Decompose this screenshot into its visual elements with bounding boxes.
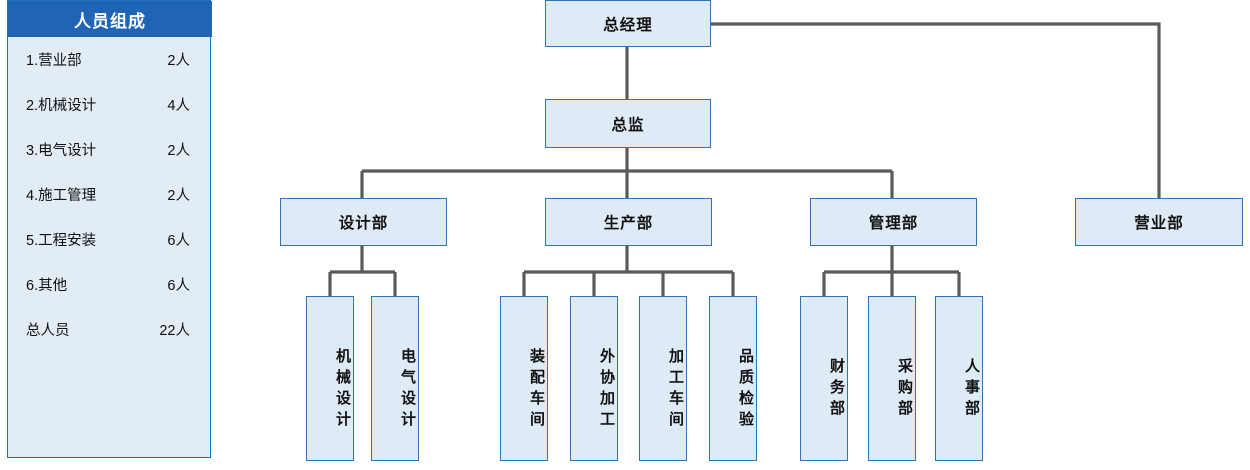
staff-row: 1.营业部 2人 [8, 37, 212, 82]
staff-row: 3.电气设计 2人 [8, 127, 212, 172]
node-electrical-design[interactable]: 电气设计 [371, 296, 419, 461]
staff-total-row: 总人员 22人 [8, 307, 212, 352]
node-hr-dept[interactable]: 人事部 [935, 296, 983, 461]
staff-row: 4.施工管理 2人 [8, 172, 212, 217]
staff-row-count: 6人 [167, 278, 190, 294]
staff-composition-panel: 人员组成 1.营业部 2人 2.机械设计 4人 3.电气设计 2人 4.施工管理… [7, 0, 212, 458]
staff-row-count: 6人 [167, 233, 190, 249]
node-sales-dept[interactable]: 营业部 [1075, 198, 1243, 246]
staff-row-label: 2.机械设计 [26, 98, 97, 114]
staff-row-label: 3.电气设计 [26, 143, 97, 159]
staff-panel-title: 人员组成 [8, 1, 212, 37]
node-director[interactable]: 总监 [545, 99, 711, 148]
node-general-manager[interactable]: 总经理 [545, 0, 711, 47]
node-management-dept[interactable]: 管理部 [810, 198, 977, 246]
staff-row-count: 4人 [167, 98, 190, 114]
staff-row: 6.其他 6人 [8, 262, 212, 307]
node-outsourced-processing[interactable]: 外协加工 [570, 296, 618, 461]
node-purchasing-dept[interactable]: 采购部 [868, 296, 916, 461]
staff-row-label: 4.施工管理 [26, 188, 97, 204]
staff-total-label: 总人员 [26, 323, 70, 339]
staff-row-count: 2人 [167, 53, 190, 69]
staff-total-count: 22人 [159, 323, 190, 339]
node-machining-workshop[interactable]: 加工车间 [639, 296, 687, 461]
staff-row-count: 2人 [167, 143, 190, 159]
node-mechanical-design[interactable]: 机械设计 [306, 296, 354, 461]
staff-row-label: 6.其他 [26, 278, 68, 294]
staff-row: 2.机械设计 4人 [8, 82, 212, 127]
staff-row-label: 5.工程安装 [26, 233, 97, 249]
staff-row-count: 2人 [167, 188, 190, 204]
node-quality-inspection[interactable]: 品质检验 [709, 296, 757, 461]
staff-row-list: 1.营业部 2人 2.机械设计 4人 3.电气设计 2人 4.施工管理 2人 5… [8, 37, 212, 352]
staff-row: 5.工程安装 6人 [8, 217, 212, 262]
node-finance-dept[interactable]: 财务部 [800, 296, 848, 461]
staff-row-label: 1.营业部 [26, 53, 82, 69]
node-assembly-workshop[interactable]: 装配车间 [500, 296, 548, 461]
node-design-dept[interactable]: 设计部 [280, 198, 447, 246]
node-production-dept[interactable]: 生产部 [545, 198, 712, 246]
